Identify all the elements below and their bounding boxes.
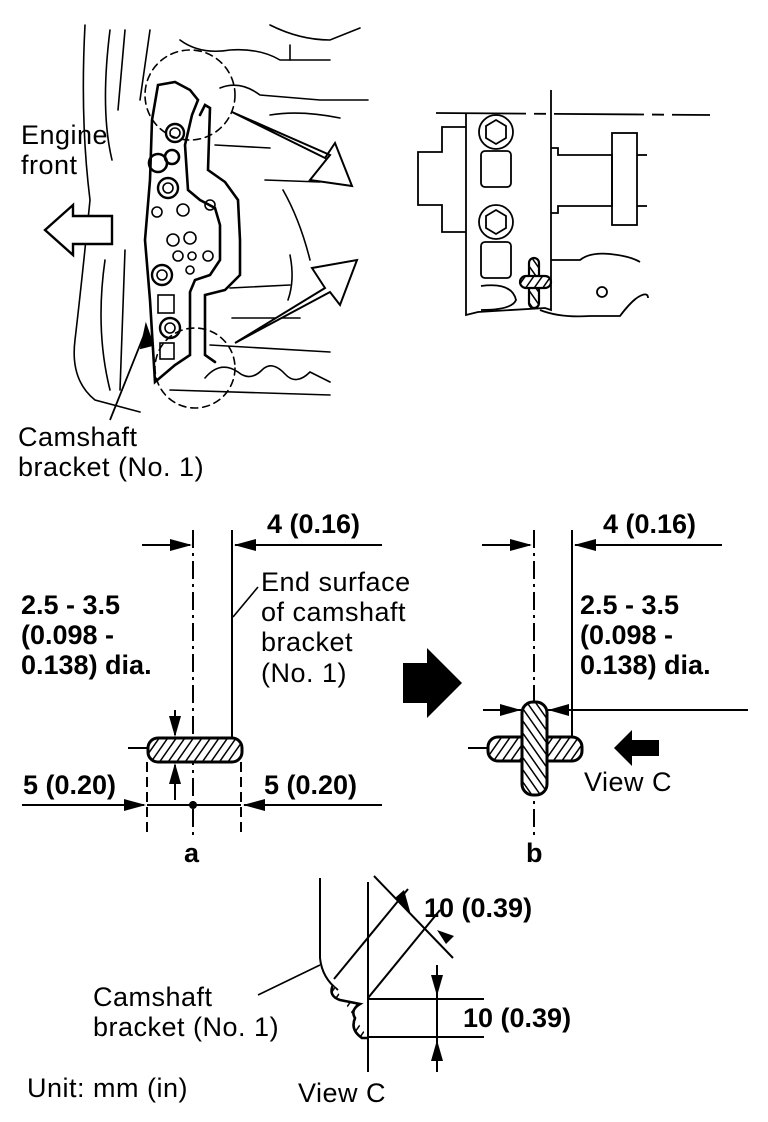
view-c-drawing <box>257 875 484 1072</box>
detail-a-bead-dia-line1: 2.5 - 3.5 <box>21 590 121 620</box>
end-surface-label-line1: End surface <box>261 567 411 597</box>
end-surface-label-line3: bracket <box>261 627 354 658</box>
view-c-caption: View C <box>298 1078 387 1108</box>
view-c-direction-arrow-icon <box>614 730 659 766</box>
camshaft-bracket-label: Camshaft bracket (No. 1) <box>18 422 204 482</box>
view-c-diagonal-dimension: 10 (0.39) <box>424 893 533 923</box>
engine-front-arrow-icon <box>43 202 114 258</box>
detail-a-bead-diameter-dimension: 2.5 - 3.5 (0.098 - 0.138) dia. <box>21 590 152 681</box>
bracket-leader-line <box>109 321 155 421</box>
detail-a-caption: a <box>184 838 200 868</box>
view-c-bracket-label: Camshaft bracket (No. 1) <box>93 982 279 1042</box>
detail-b-bead-dia-line1: 2.5 - 3.5 <box>580 590 680 620</box>
view-c-direction-label: View C <box>584 767 673 797</box>
detail-b-arrowheads <box>500 539 596 716</box>
engine-front-label-line1: Engine <box>21 120 109 150</box>
detail-a-left-length-dimension: 5 (0.20) <box>23 770 117 800</box>
transition-arrow-icon <box>403 648 462 718</box>
detail-b-bead-dia-line3: 0.138) dia. <box>580 650 711 681</box>
end-surface-label-line4: (No. 1) <box>261 657 348 688</box>
callout-arrow-upper <box>231 111 354 188</box>
detail-b-bead-diameter-dimension: 2.5 - 3.5 (0.098 - 0.138) dia. <box>580 590 711 681</box>
view-c-bracket-label-line1: Camshaft <box>93 982 213 1012</box>
detail-a-offset-dimension: 4 (0.16) <box>267 509 361 539</box>
end-surface-label: End surface of camshaft bracket (No. 1) <box>261 567 411 688</box>
view-c-bracket-label-line2: bracket (No. 1) <box>93 1012 280 1043</box>
detail-b-offset-dimension: 4 (0.16) <box>603 509 697 539</box>
detail-b-caption: b <box>526 838 543 868</box>
engine-front-label: Engine front <box>21 120 108 180</box>
view-c-vertical-dimension: 10 (0.39) <box>463 1003 572 1033</box>
camshaft-bracket-label-line2: bracket (No. 1) <box>18 452 205 483</box>
detail-a-bead-dia-line3: 0.138) dia. <box>21 650 152 681</box>
view-c-arrowheads <box>395 890 454 1061</box>
detail-b-bead-dia-line2: (0.098 - <box>580 620 674 651</box>
camshaft-bracket-label-line1: Camshaft <box>18 422 138 452</box>
engine-front-label-line2: front <box>21 150 78 181</box>
unit-label: Unit: mm (in) <box>27 1073 188 1103</box>
end-surface-label-line2: of camshaft <box>261 597 407 628</box>
detail-a-bead-dia-line2: (0.098 - <box>21 620 115 651</box>
engine-overview-illustration <box>73 24 369 413</box>
detail-a-drawing <box>22 530 382 835</box>
bracket-closeup-illustration <box>417 90 711 318</box>
detail-a-right-length-dimension: 5 (0.20) <box>264 770 358 800</box>
callout-arrow-lower <box>234 258 359 344</box>
detail-a-arrowheads <box>124 539 265 811</box>
